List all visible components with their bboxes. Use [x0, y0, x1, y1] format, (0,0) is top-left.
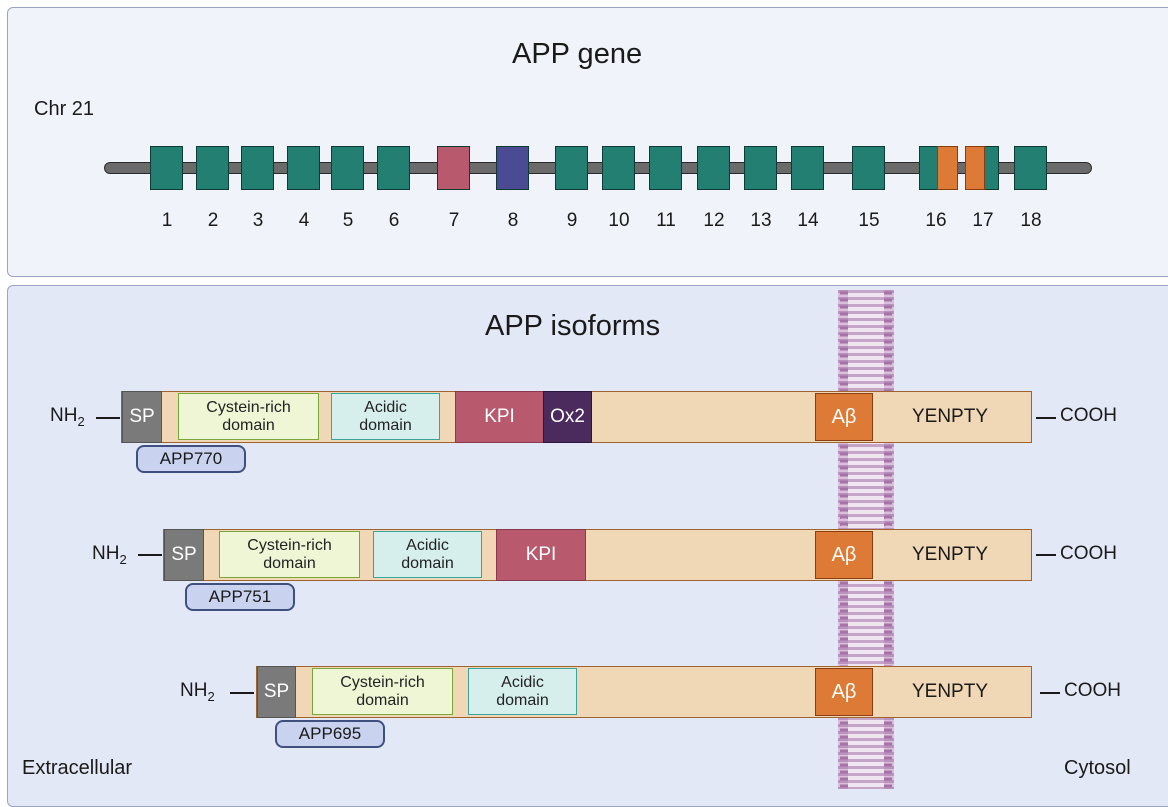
exon-number: 9 — [566, 210, 578, 231]
exon-number: 16 — [925, 210, 947, 231]
exon-number: 11 — [656, 210, 676, 231]
gene-title: APP gene — [512, 38, 643, 70]
exon-number: 18 — [1020, 210, 1042, 231]
exon-17-insert — [965, 146, 985, 190]
signal-peptide: SP — [257, 666, 296, 718]
c-terminus-link — [1036, 417, 1056, 419]
isoform-label: APP695 — [275, 720, 385, 748]
exon-number: 13 — [750, 210, 772, 231]
abeta-domain: Aβ — [815, 668, 873, 716]
exon-18 — [1014, 146, 1047, 190]
exon-number: 5 — [342, 210, 354, 231]
kpi-domain: KPI — [455, 391, 544, 443]
exon-5 — [331, 146, 364, 190]
exon-number: 2 — [207, 210, 219, 231]
abeta-domain: Aβ — [815, 393, 873, 441]
gene-panel — [7, 7, 1168, 277]
exon-number: 12 — [703, 210, 725, 231]
yenpty-motif: YENPTY — [911, 405, 989, 427]
chromosome-label: Chr 21 — [34, 98, 95, 120]
n-terminus: NH2 — [180, 680, 215, 704]
c-terminus-link — [1040, 692, 1060, 694]
exon-number: 8 — [507, 210, 519, 231]
exon-8 — [496, 146, 529, 190]
exon-number: 17 — [972, 210, 994, 231]
exon-number: 1 — [161, 210, 173, 231]
exon-7 — [437, 146, 470, 190]
exon-number: 14 — [797, 210, 819, 231]
extracellular-label: Extracellular — [22, 757, 133, 779]
exon-number: 3 — [252, 210, 264, 231]
c-terminus-link — [1036, 554, 1056, 556]
exon-1 — [150, 146, 183, 190]
exon-number: 7 — [448, 210, 460, 231]
c-terminus: COOH — [1060, 543, 1117, 564]
c-terminus: COOH — [1060, 405, 1117, 426]
ox2-domain: Ox2 — [543, 391, 592, 443]
exon-16-insert — [937, 146, 958, 190]
exon-number: 6 — [388, 210, 400, 231]
exon-3 — [241, 146, 274, 190]
exon-2 — [196, 146, 229, 190]
isoform-label: APP751 — [185, 583, 295, 611]
exon-14 — [791, 146, 824, 190]
exon-10 — [602, 146, 635, 190]
exon-number: 4 — [298, 210, 310, 231]
n-terminus: NH2 — [50, 405, 85, 429]
n-terminus-link — [96, 417, 120, 419]
yenpty-motif: YENPTY — [911, 543, 989, 565]
isoform-label: APP770 — [136, 445, 246, 473]
n-terminus-link — [230, 692, 254, 694]
signal-peptide: SP — [164, 529, 204, 581]
exon-12 — [697, 146, 730, 190]
kpi-domain: KPI — [496, 529, 586, 581]
signal-peptide: SP — [122, 391, 162, 443]
exon-9 — [555, 146, 588, 190]
exon-15 — [852, 146, 885, 190]
exon-number: 15 — [858, 210, 880, 231]
exon-13 — [744, 146, 777, 190]
isoform-title: APP isoforms — [485, 310, 661, 342]
n-terminus-link — [138, 554, 162, 556]
abeta-domain: Aβ — [815, 531, 873, 579]
n-terminus: NH2 — [92, 543, 127, 567]
exon-number: 10 — [608, 210, 630, 231]
cytosol-label: Cytosol — [1064, 757, 1131, 779]
exon-11 — [649, 146, 682, 190]
yenpty-motif: YENPTY — [911, 680, 989, 702]
exon-4 — [287, 146, 320, 190]
c-terminus: COOH — [1064, 680, 1121, 701]
exon-6 — [377, 146, 410, 190]
